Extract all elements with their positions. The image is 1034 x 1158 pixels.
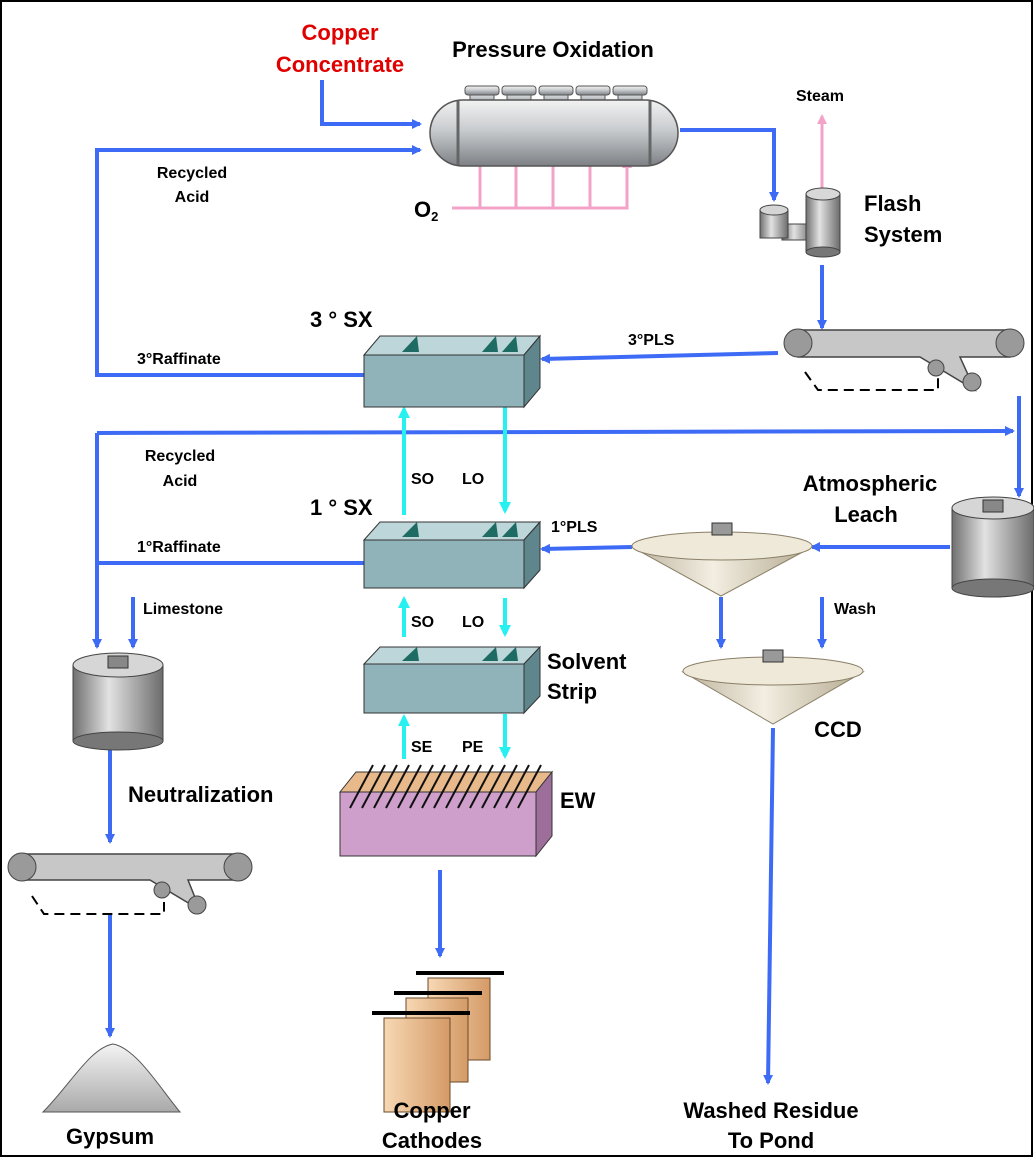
copper-cathodes-stack [372,971,504,1113]
ew-label: EW [560,788,596,813]
belt-filter-lower [7,852,253,915]
neutralization-label: Neutralization [128,782,273,807]
flash-system-label-1: Flash [864,191,921,216]
raffinate3-label: 3°Raffinate [137,351,221,368]
lo-lower-label: LO [462,614,484,631]
autoclave-to-flash-arrow [680,128,779,202]
pressure-oxidation-label: Pressure Oxidation [452,37,654,62]
so-lower-label: SO [411,614,434,631]
sx3-mixer-settler [362,334,542,409]
recycled-acid-mid-arrow [96,426,1015,437]
pressure-oxidation-autoclave [429,85,679,167]
solvent-strip-mixer-settler [362,645,542,715]
recycled-acid-top-label-1: Recycled [157,165,227,182]
pls1-label: 1°PLS [551,519,598,536]
pls1-arrow [540,543,633,554]
atmospheric-leach-label-2: Leach [834,502,898,527]
lo-upper-label: LO [462,471,484,488]
leach-thickener [631,522,813,597]
raffinate1-label: 1°Raffinate [137,539,221,556]
steam-label: Steam [796,88,844,105]
oxygen-header [452,158,632,210]
neutralization-tank [72,652,164,751]
ccd-label: CCD [814,717,862,742]
copper-concentrate-label-2: Concentrate [276,52,404,77]
sx1-mixer-settler [362,520,542,590]
atmospheric-leach-tank [951,496,1034,598]
concentrate-feed-arrow [320,80,422,129]
labels: Copper Concentrate Pressure Oxidation St… [66,20,942,1153]
process-flow-lines [92,80,1024,1085]
copper-concentrate-label-1: Copper [302,20,379,45]
oxygen-label: O2 [414,197,438,224]
pls3-label: 3°PLS [628,332,675,349]
se-label: SE [411,739,433,756]
recycled-acid-mid-label-1: Recycled [145,448,215,465]
pls3-arrow [540,351,779,364]
sx1-label: 1 ° SX [310,495,373,520]
ccd-to-pond-arrow [763,727,775,1085]
ccd-thickener [681,649,865,725]
washed-residue-label-2: To Pond [728,1128,814,1153]
so-upper-label: SO [411,471,434,488]
washed-residue-label-1: Washed Residue [683,1098,858,1123]
limestone-label: Limestone [143,601,223,618]
atmospheric-leach-label-1: Atmospheric [803,471,937,496]
recycled-acid-mid-label-2: Acid [163,473,198,490]
flash-system-vessel [759,187,841,258]
recycled-acid-top-label-2: Acid [175,189,210,206]
solvent-strip-label-2: Strip [547,679,597,704]
solvent-strip-label-1: Solvent [547,649,627,674]
flash-system-label-2: System [864,222,942,247]
electrowinning-cell [338,764,554,858]
gypsum-pile [41,1043,182,1113]
pe-label: PE [462,739,484,756]
wash-label: Wash [834,601,876,618]
recycled-acid-loop-3 [95,145,422,377]
copper-cathodes-label-1: Copper [394,1098,471,1123]
gypsum-label: Gypsum [66,1124,154,1149]
sx3-label: 3 ° SX [310,307,373,332]
copper-cathodes-label-2: Cathodes [382,1128,482,1153]
belt-filter-upper [783,328,1025,392]
organic-flow-lines [398,405,511,759]
